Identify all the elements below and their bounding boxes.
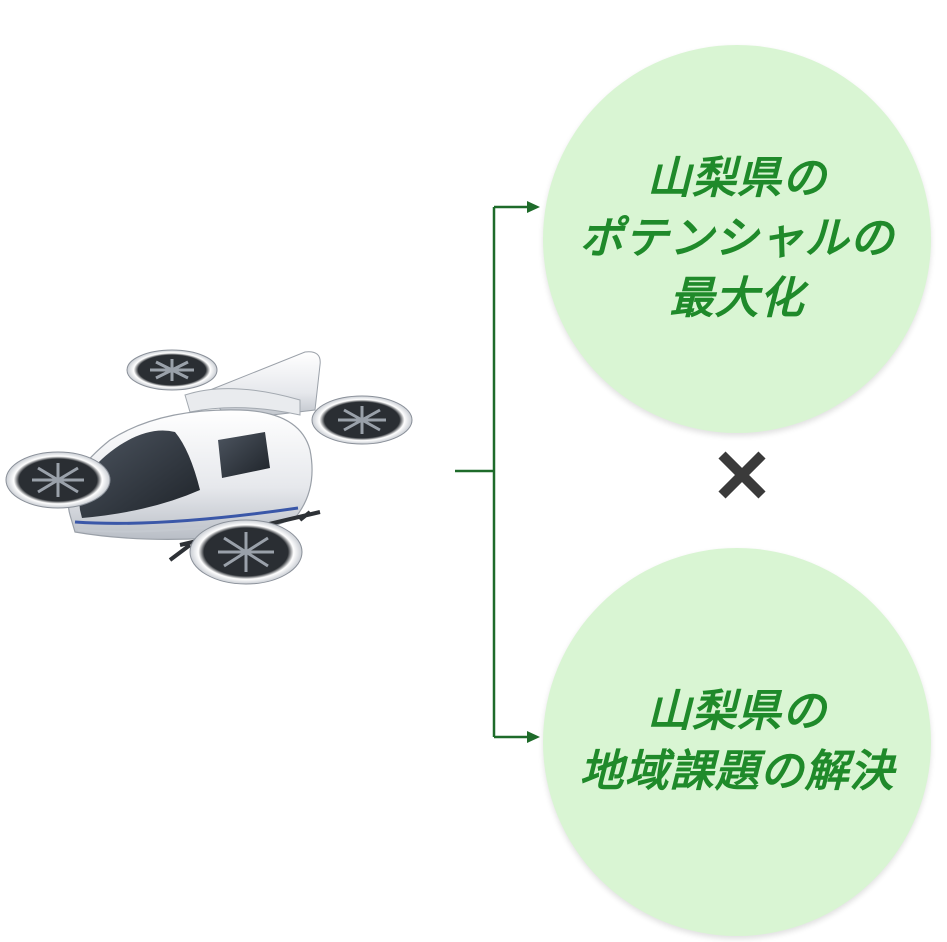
potential-line-3: 最大化 [669,273,805,324]
rotor-front-right [189,519,303,585]
rotor-back-left [126,349,218,391]
potential-circle: 山梨県の ポテンシャルの 最大化 [543,45,931,433]
flying-car-icon [5,349,413,585]
potential-line-2: ポテンシャルの [579,213,895,264]
arrowhead-top [527,201,540,213]
regional-issues-circle: 山梨県の 地域課題の解決 [543,548,931,936]
regional-line-2: 地域課題の解決 [579,746,895,797]
rotor-back-right [311,395,413,445]
regional-line-1: 山梨県の [647,686,827,737]
arrowhead-bottom [527,731,540,743]
rotor-front-left [5,451,111,509]
times-icon [718,451,766,499]
potential-line-1: 山梨県の [647,153,827,204]
